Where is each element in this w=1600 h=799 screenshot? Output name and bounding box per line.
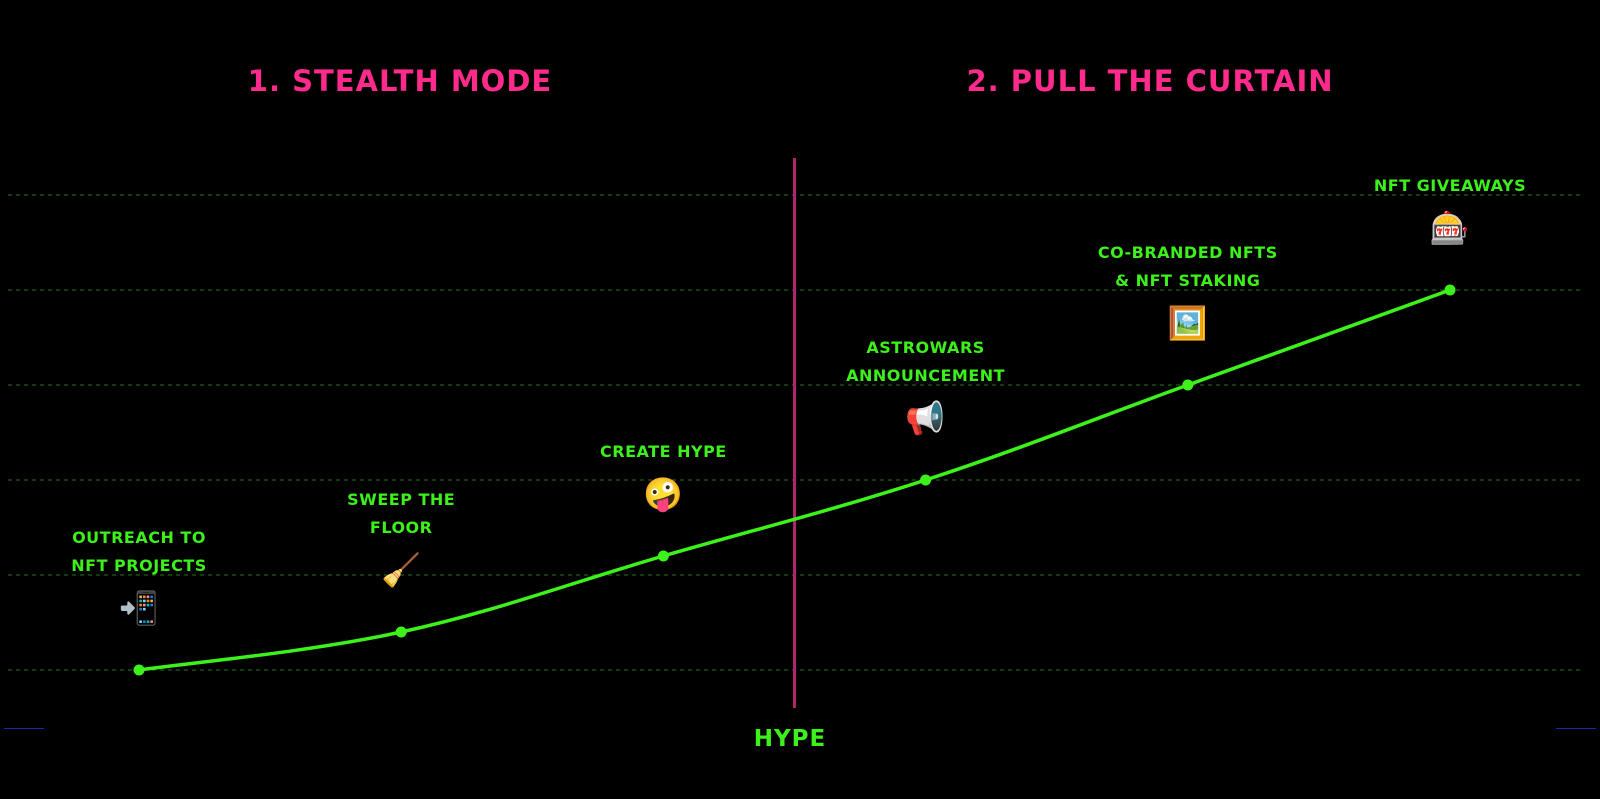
data-points: [133, 284, 1456, 676]
data-point: [395, 626, 407, 638]
data-point: [1182, 379, 1194, 391]
data-point: [1444, 284, 1456, 296]
phase-1-title: 1. STEALTH MODE: [247, 64, 553, 98]
framed-picture-icon: 🖼️: [1167, 304, 1208, 342]
corner-bracket-bottom-left: [4, 692, 44, 729]
milestone-label: NFT GIVEAWAYS 🎰: [1374, 172, 1526, 248]
milestone-label: ASTROWARS ANNOUNCEMENT 📢: [846, 334, 1005, 438]
megaphone-icon: 📢: [905, 399, 946, 437]
phase-2-title: 2. PULL THE CURTAIN: [966, 64, 1334, 98]
milestone-label: CREATE HYPE 🤪: [600, 438, 727, 514]
milestone-label-line: NFT PROJECTS: [71, 556, 207, 575]
milestone-label: SWEEP THE FLOOR 🧹: [347, 486, 455, 590]
milestone-label-line: OUTREACH TO: [72, 528, 206, 547]
milestone-label-line: CO-BRANDED NFTS: [1097, 243, 1278, 262]
slot-machine-icon: 🎰: [1429, 209, 1471, 247]
milestone-label-line: ANNOUNCEMENT: [846, 366, 1006, 385]
milestone-label-line: FLOOR: [369, 518, 433, 537]
series-line: [137, 288, 1452, 672]
milestone-label-line: CREATE HYPE: [600, 442, 727, 461]
milestone-label-line: ASTROWARS: [866, 338, 985, 357]
mobile-phone-arrow-icon: 📲: [118, 589, 160, 627]
zany-face-icon: 🤪: [643, 475, 684, 513]
milestone-label: OUTREACH TO NFT PROJECTS 📲: [71, 524, 207, 628]
milestone-label-line: & NFT STAKING: [1115, 271, 1261, 290]
data-point: [133, 664, 145, 676]
data-point: [657, 550, 669, 562]
corner-bracket-bottom-right: [1556, 692, 1596, 729]
milestone-label-line: NFT GIVEAWAYS: [1373, 176, 1527, 195]
broom-icon: 🧹: [381, 551, 422, 589]
x-axis-label: HYPE: [753, 726, 827, 752]
data-point: [920, 474, 932, 486]
milestone-label-line: SWEEP THE: [347, 490, 456, 509]
milestone-label: CO-BRANDED NFTS & NFT STAKING 🖼️: [1098, 239, 1278, 343]
